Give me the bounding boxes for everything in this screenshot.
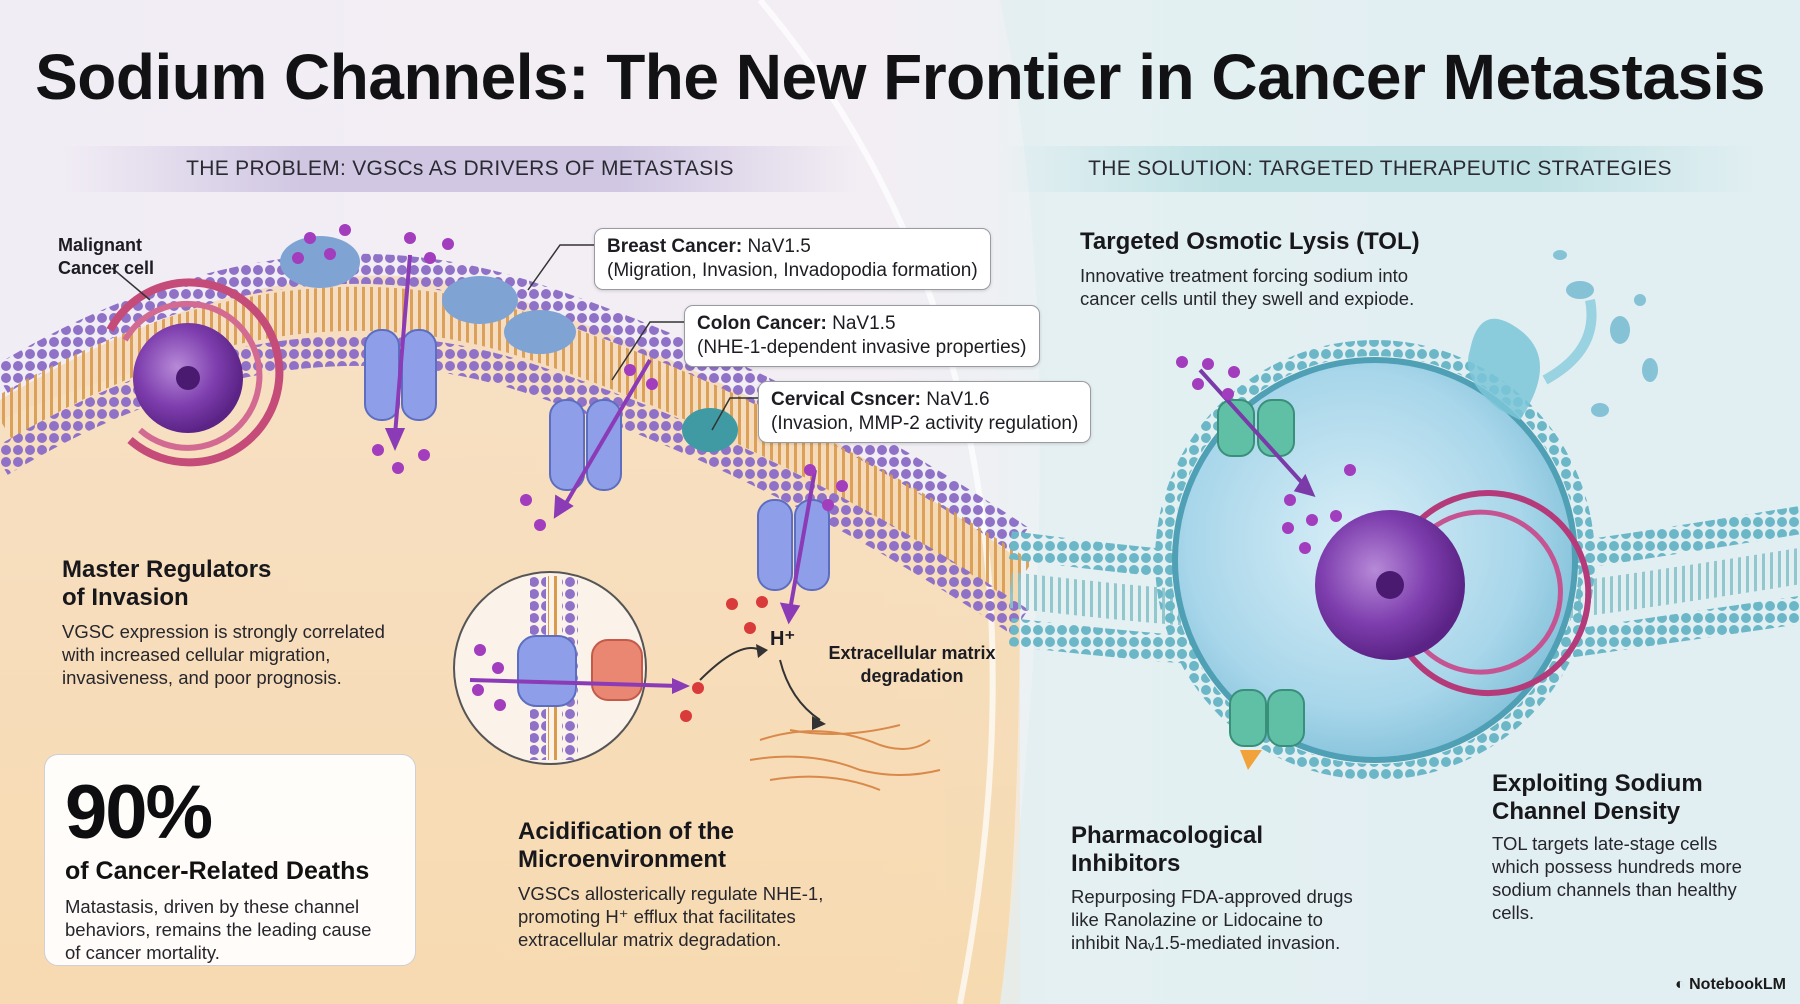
tol-body: Innovative treatment forcing sodium into…	[1080, 265, 1415, 309]
ecm-degradation-label: Extracellular matrix degradation	[828, 643, 996, 686]
stat-body: Matastasis, driven by these channel beha…	[65, 896, 372, 963]
arrow-icon	[384, 254, 817, 625]
ion-channel-icon	[364, 329, 830, 591]
master-regulators-body: VGSC expression is strongly correlated w…	[62, 621, 385, 688]
callout-cervical-cancer: Cervical Csncer: NaV1.6 (Invasion, MMP-2…	[758, 381, 1092, 443]
brand-watermark: ◐ NotebookLM	[1675, 976, 1786, 994]
master-regulators-heading: Master Regulators of Invasion	[62, 556, 272, 611]
callout-breast-cancer: Breast Cancer: NaV1.5 (Migration, Invasi…	[594, 228, 991, 290]
callout-channel: NaV1.5	[747, 236, 811, 257]
density-heading: Exploiting Sodium Channel Density	[1492, 770, 1703, 825]
target-cell	[1155, 250, 1658, 780]
stat-label: of Cancer-Related Deaths	[65, 857, 370, 885]
callout-channel: NaV1.6	[926, 389, 990, 410]
acidification-body: VGSCs allosterically regulate NHE-1, pro…	[518, 883, 824, 950]
ecm-fibers	[749, 724, 941, 791]
callout-name: Breast Cancer:	[607, 236, 743, 257]
ion-channel-icon	[1217, 399, 1305, 747]
proton-label: H⁺	[770, 628, 795, 650]
malignant-cell-label: Malignant Cancer cell	[58, 235, 155, 278]
callout-detail: (Migration, Invasion, Invadopodia format…	[607, 260, 978, 281]
tol-heading: Targeted Osmotic Lysis (TOL)	[1080, 228, 1420, 255]
section-banner-solution: THE SOLUTION: TARGETED THERAPEUTIC STRAT…	[1000, 146, 1760, 192]
page-title: Sodium Channels: The New Frontier in Can…	[35, 41, 1765, 113]
brand-label: NotebookLM	[1689, 976, 1786, 993]
callout-channel: NaV1.5	[832, 313, 896, 334]
pharmacological-body: Repurposing FDA-approved drugs like Rano…	[1071, 886, 1353, 953]
callout-name: Colon Cancer:	[697, 313, 827, 334]
pharmacological-heading: Pharmacological Inhibitors	[1071, 822, 1264, 877]
callout-detail: (Invasion, MMP-2 activity regulation)	[771, 413, 1079, 434]
section-banner-problem: THE PROBLEM: VGSCs AS DRIVERS OF METASTA…	[60, 146, 860, 192]
arrow-icon	[1198, 368, 1316, 498]
zoom-inset	[453, 571, 704, 765]
stat-value: 90%	[65, 770, 213, 855]
stat-card: 90% of Cancer-Related Deaths Matastasis,…	[44, 754, 416, 966]
acidification-heading: Acidification of the Microenvironment	[518, 818, 734, 873]
callout-name: Cervical Csncer:	[771, 389, 921, 410]
nucleus-icon	[106, 278, 284, 467]
density-body: TOL targets late-stage cells which posse…	[1492, 833, 1742, 923]
callout-colon-cancer: Colon Cancer: NaV1.5 (NHE-1-dependent in…	[684, 305, 1040, 367]
callout-detail: (NHE-1-dependent invasive properties)	[697, 337, 1027, 358]
notebooklm-logo-icon: ◐	[1675, 976, 1685, 993]
